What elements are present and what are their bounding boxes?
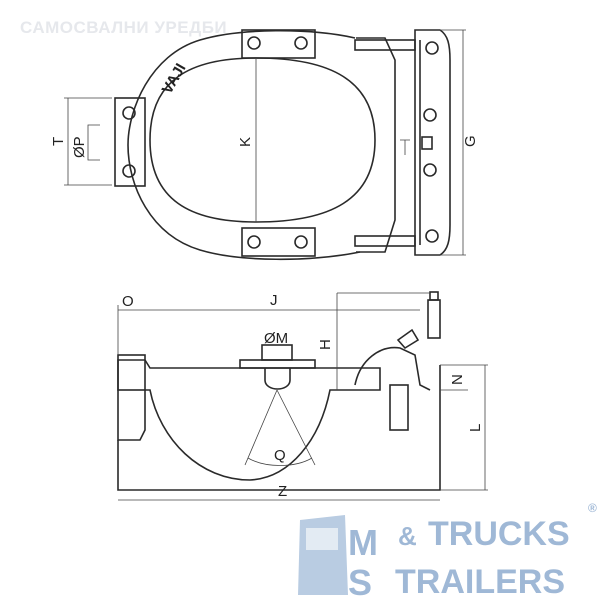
label-Q: Q bbox=[274, 447, 286, 464]
outer-ring bbox=[127, 29, 361, 261]
lever-handle bbox=[354, 346, 431, 391]
label-O: O bbox=[122, 293, 134, 310]
label-G: G bbox=[462, 135, 479, 147]
logo-ampersand: & bbox=[398, 521, 417, 551]
label-M: ØM bbox=[264, 330, 288, 347]
side-view: O J ØM H N L Q Z bbox=[117, 291, 488, 501]
inner-opening bbox=[149, 57, 376, 223]
label-T: T bbox=[50, 137, 67, 146]
brand-mark: VAJI bbox=[159, 61, 190, 97]
logo-letter-s: S bbox=[348, 562, 372, 600]
logo-letter-m: M bbox=[348, 522, 378, 563]
label-Z: Z bbox=[278, 483, 287, 500]
label-J: J bbox=[270, 292, 278, 309]
right-flange bbox=[356, 37, 396, 253]
base-outline bbox=[117, 365, 441, 491]
hinge-assembly bbox=[354, 29, 451, 256]
truck-windshield bbox=[306, 528, 338, 550]
logo: M S TRUCKS TRAILERS & ® bbox=[298, 501, 597, 600]
body-outline bbox=[117, 359, 381, 481]
label-N: N bbox=[449, 374, 466, 385]
top-clamp bbox=[241, 29, 316, 59]
top-view: VAJI T ØP K G bbox=[50, 29, 479, 261]
bottom-clamp bbox=[241, 227, 316, 257]
watermark-text: САМОСВАЛНИ УРЕДБИ bbox=[20, 18, 228, 37]
left-block bbox=[114, 97, 146, 187]
logo-trailers: TRAILERS bbox=[395, 563, 565, 600]
registered-mark: ® bbox=[588, 501, 597, 515]
label-K: K bbox=[237, 137, 254, 147]
label-H: H bbox=[317, 339, 334, 350]
label-P: ØP bbox=[71, 136, 88, 158]
label-L: L bbox=[467, 424, 484, 432]
logo-trucks: TRUCKS bbox=[428, 515, 570, 553]
truck-icon bbox=[298, 515, 348, 595]
